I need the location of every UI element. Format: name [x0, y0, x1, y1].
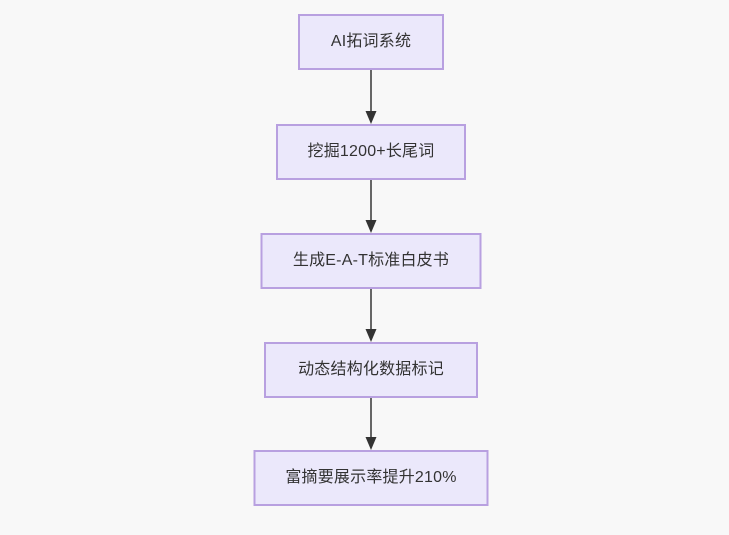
node-label: 动态结构化数据标记 — [298, 361, 444, 378]
flowchart-node-ai-keyword-system[interactable]: AI拓词系统 — [298, 14, 444, 70]
node-label: 富摘要展示率提升210% — [285, 469, 457, 486]
flowchart-node-dynamic-structured-data-markup[interactable]: 动态结构化数据标记 — [264, 342, 478, 398]
node-label: 生成E-A-T标准白皮书 — [292, 252, 450, 269]
flowchart-node-rich-snippet-impression-lift[interactable]: 富摘要展示率提升210% — [253, 450, 489, 506]
flowchart-node-mine-longtail-keywords[interactable]: 挖掘1200+长尾词 — [276, 124, 466, 180]
flowchart-arrow-node4-to-node5 — [364, 398, 378, 450]
flowchart-arrow-node3-to-node4 — [364, 289, 378, 342]
flowchart-arrow-node1-to-node2 — [364, 70, 378, 124]
flowchart-arrow-node2-to-node3 — [364, 180, 378, 233]
node-label: AI拓词系统 — [330, 33, 412, 50]
flowchart-node-generate-eat-whitepaper[interactable]: 生成E-A-T标准白皮书 — [260, 233, 482, 289]
node-label: 挖掘1200+长尾词 — [307, 143, 435, 160]
